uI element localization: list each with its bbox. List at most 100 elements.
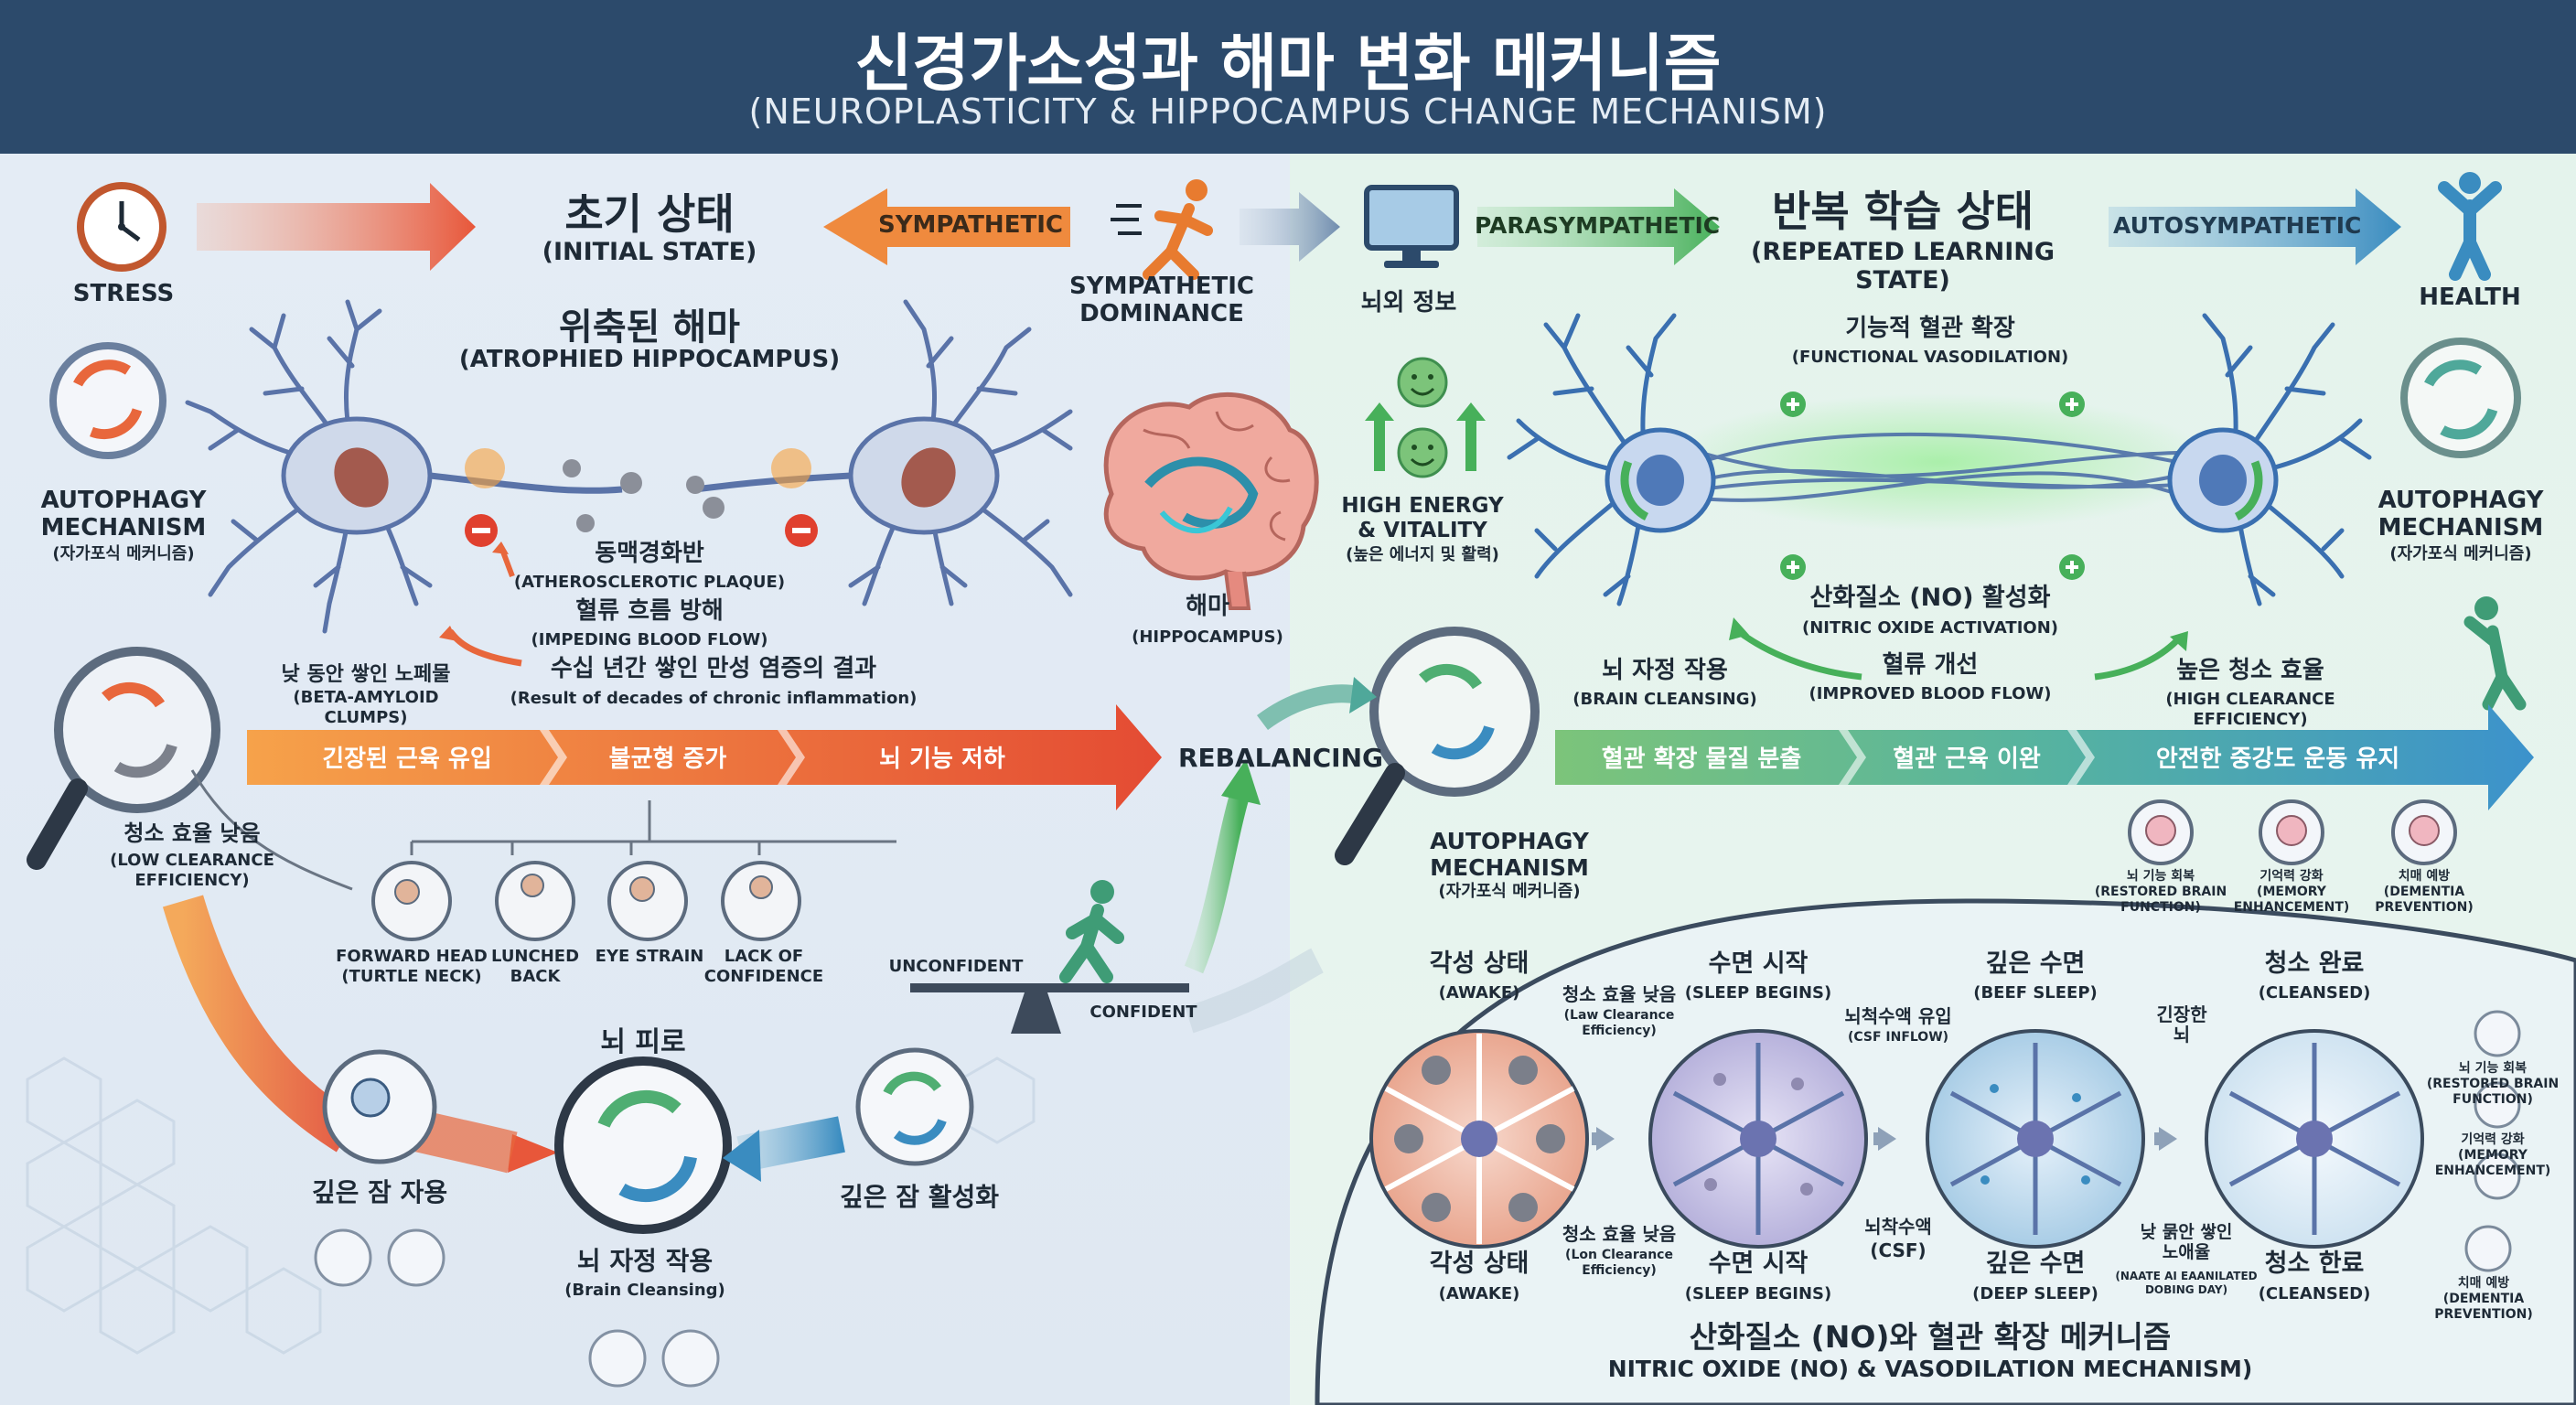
stage-awake-bottom: 각성 상태 [1429,1249,1530,1278]
plaque-label: 동맥경화반 [595,540,704,567]
side-benefit-restored-brain: 뇌 기능 회복 (RESTORED BRAIN FUNCTION) [2426,1061,2560,1107]
low-clearance-top-label: 청소 효율 낮음 [1562,983,1677,1005]
low-clearance-top-sublabel: (Law Clearance Efficiency) [1563,1008,1675,1038]
sleep-footer-subtitle: NITRIC OXIDE (NO) & VASODILATION MECHANI… [1607,1356,2253,1382]
stage-cleansed-top-sub: (CLEANSED) [2258,983,2371,1003]
benefit-memory: 기억력 강화 (MEMORY ENHANCEMENT) [2233,869,2350,915]
repeated-state-subtitle: (REPEATED LEARNING STATE) [1750,238,2055,295]
csf-inflow-label: 뇌척수액 유입 [1844,1005,1952,1027]
inflammation-sublabel: (Result of decades of chronic inflammati… [510,689,918,708]
confident-label: CONFIDENT [1089,1003,1197,1022]
inflammation-label: 수십 년간 쌓인 만성 염증의 결과 [550,655,877,682]
tense-brain-label: 긴장한 뇌 [2156,1003,2207,1046]
low-clearance-bottom-sublabel: (Lon Clearance Efficiency) [1565,1248,1673,1278]
symptom-lunched-back: LUNCHED BACK [490,947,580,986]
vasodilation-label: 기능적 혈관 확장 [1845,315,2015,342]
autophagy-center-label: AUTOPHAGY MECHANISM [1430,828,1589,881]
improved-flow-label: 혈류 개선 [1882,651,1979,679]
csf-inflow-sublabel: (CSF INFLOW) [1847,1030,1949,1045]
brain-cleansing-left-sublabel: (Brain Cleansing) [564,1281,725,1300]
stage-sleep-begins-top-sub: (SLEEP BEGINS) [1684,983,1832,1003]
sympathetic-dominance-label: SYMPATHETIC DOMINANCE [1069,273,1254,327]
csf-label: 뇌착수액 [1864,1216,1932,1238]
brain-info-label: 뇌외 정보 [1360,289,1457,316]
csf-sublabel: (CSF) [1870,1239,1927,1261]
stress-label: STRESS [72,280,175,307]
autophagy-center-sublabel: (자가포식 메커니즘) [1438,882,1581,901]
initial-state-title: 초기 상태 [564,189,735,239]
symptom-eye-strain: EYE STRAIN [595,947,704,966]
title-banner [0,0,2576,154]
hippocampus-sublabel: (HIPPOCAMPUS) [1132,627,1283,647]
flow-step-imbalance: 불균형 증가 [608,745,727,773]
high-energy-sublabel: (높은 에너지 및 활력) [1346,545,1499,564]
autophagy-right-sublabel: (자가포식 메커니즘) [2389,544,2532,563]
flow-step-tense-muscle: 긴장된 근육 유입 [322,745,492,773]
brain-cleansing-left-label: 뇌 자정 작용 [576,1246,714,1276]
atrophied-title: 위축된 해마 [559,306,740,349]
stage-sleep-begins-top: 수면 시작 [1708,949,1809,978]
stage-sleep-begins-bottom-sub: (SLEEP BEGINS) [1684,1284,1832,1303]
beta-amyloid-label: 낮 동안 쌓인 노페물 [281,663,451,686]
flow-step-vessel-relax: 혈관 근육 이완 [1893,745,2041,773]
stage-deep-sleep-top: 깊은 수면 [1985,949,2086,978]
autosympathetic-label: AUTOSYMPATHETIC [2113,212,2362,239]
waste-label: 낮 묽안 쌓인 노애율 [2140,1222,2233,1262]
beta-amyloid-sublabel: (BETA-AMYLOID CLUMPS) [293,688,439,727]
waste-sublabel: (NAATE AI EAANILATED DOBING DAY) [2115,1270,2258,1296]
atrophied-subtitle: (ATROPHIED HIPPOCAMPUS) [458,346,841,373]
stage-awake-bottom-sub: (AWAKE) [1438,1284,1520,1303]
autophagy-left-label: AUTOPHAGY MECHANISM [40,487,207,542]
autophagy-right-label: AUTOPHAGY MECHANISM [2377,487,2544,542]
symptom-lack-confidence: LACK OF CONFIDENCE [703,947,824,986]
sympathetic-label: SYMPATHETIC [878,211,1063,239]
brain-fatigue-label: 뇌 피로 [600,1026,686,1058]
unconfident-label: UNCONFIDENT [888,957,1024,976]
stage-cleansed-bottom-sub: (CLEANSED) [2258,1284,2371,1303]
brain-cleansing-right-label: 뇌 자정 작용 [1602,657,1728,684]
stage-awake-top-sub: (AWAKE) [1438,983,1520,1003]
stage-cleansed-top: 청소 완료 [2264,949,2365,978]
page-title: 신경가소성과 해마 변화 메커니즘 [854,28,1722,101]
page-subtitle: (NEUROPLASTICITY & HIPPOCAMPUS CHANGE ME… [748,91,1828,132]
symptom-forward-head: FORWARD HEAD (TURTLE NECK) [336,947,488,986]
stage-deep-sleep-bottom-sub: (DEEP SLEEP) [1972,1284,2098,1303]
deep-sleep-action-label: 깊은 잠 자용 [311,1177,448,1207]
no-activation-label: 산화질소 (NO) 활성화 [1809,584,2051,612]
parasympathetic-label: PARASYMPATHETIC [1475,212,1721,239]
flow-step-safe-exercise: 안전한 중강도 운동 유지 [2155,745,2400,773]
stage-deep-sleep-bottom: 깊은 수면 [1985,1249,2086,1278]
benefit-dementia: 치매 예방 (DEMENTIA PREVENTION) [2375,869,2474,915]
rebalancing-label: REBALANCING [1177,743,1384,773]
side-benefit-dementia: 치매 예방 (DEMENTIA PREVENTION) [2434,1276,2533,1322]
improved-flow-sublabel: (IMPROVED BLOOD FLOW) [1809,684,2052,703]
plaque-sublabel: (ATHEROSCLEROTIC PLAQUE) [513,573,786,592]
autophagy-left-sublabel: (자가포식 메커니즘) [52,544,195,563]
flow-step-brain-decline: 뇌 기능 저하 [879,745,1005,773]
deep-sleep-activate-label: 깊은 잠 활성화 [839,1182,1000,1212]
brain-cleansing-right-sublabel: (BRAIN CLEANSING) [1572,690,1757,709]
low-clearance-sublabel: (LOW CLEARANCE EFFICIENCY) [110,851,274,890]
blood-flow-label: 혈류 흐름 방해 [575,597,724,625]
initial-state-subtitle: (INITIAL STATE) [542,238,757,266]
sleep-footer-title: 산화질소 (NO)와 혈관 확장 메커니즘 [1689,1319,2172,1355]
low-clearance-label: 청소 효율 낮음 [123,820,261,846]
stage-sleep-begins-bottom: 수면 시작 [1708,1249,1809,1278]
hippocampus-label: 해마 [1186,593,1229,620]
benefit-restored-brain: 뇌 기능 회복 (RESTORED BRAIN FUNCTION) [2094,869,2227,915]
vasodilation-sublabel: (FUNCTIONAL VASODILATION) [1791,348,2069,367]
low-clearance-bottom-label: 청소 효율 낮음 [1562,1223,1677,1245]
high-clearance-label: 높은 청소 효율 [2176,657,2324,684]
blood-flow-sublabel: (IMPEDING BLOOD FLOW) [531,630,768,649]
health-label: HEALTH [2419,284,2521,311]
stage-cleansed-bottom: 청소 한료 [2264,1249,2365,1278]
stage-awake-top: 각성 상태 [1429,949,1530,978]
high-clearance-sublabel: (HIGH CLEARANCE EFFICIENCY) [2165,690,2335,729]
high-energy-label: HIGH ENERGY & VITALITY [1341,494,1504,542]
repeated-state-title: 반복 학습 상태 [1772,187,2034,236]
stage-deep-sleep-top-sub: (BEEF SLEEP) [1973,983,2098,1003]
no-activation-sublabel: (NITRIC OXIDE ACTIVATION) [1802,618,2058,638]
side-benefit-memory: 기억력 강화 (MEMORY ENHANCEMENT) [2434,1132,2551,1178]
flow-step-vasodilator: 혈관 확장 물질 분출 [1601,745,1802,773]
